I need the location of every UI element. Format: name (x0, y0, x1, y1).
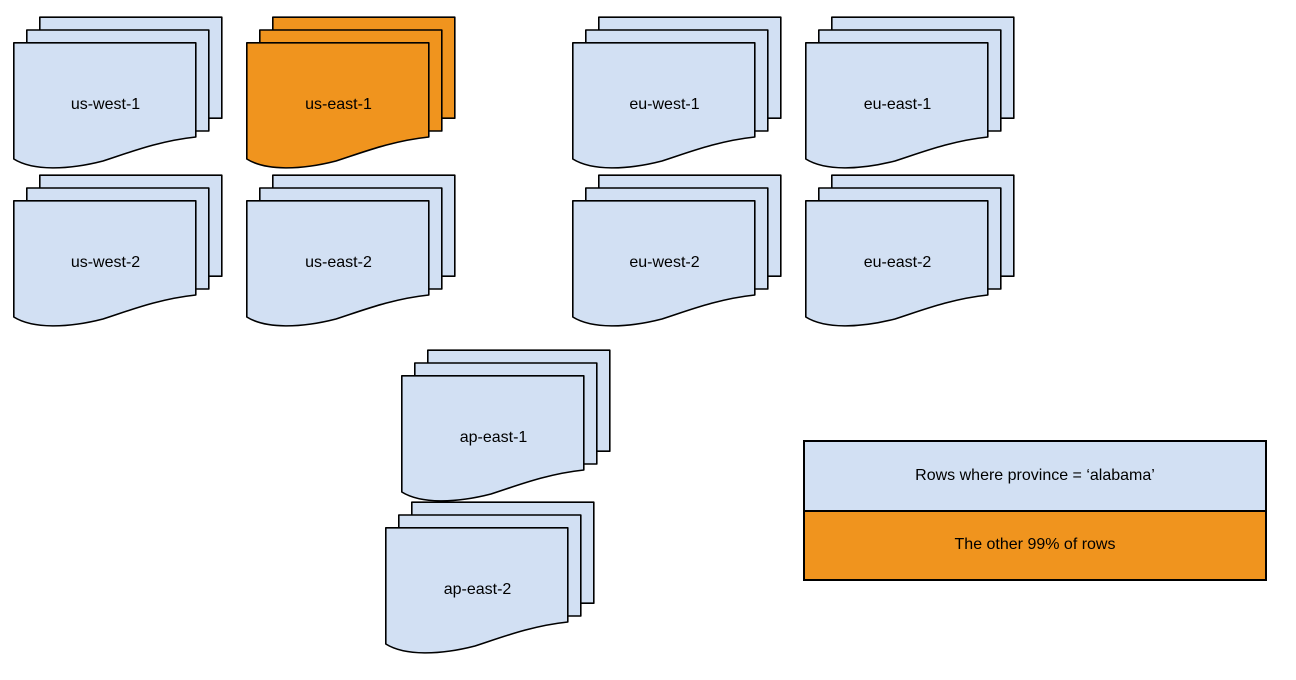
legend: Rows where province = ‘alabama’ The othe… (803, 440, 1267, 581)
region-stack-eu-west-2: eu-west-2 (571, 171, 782, 331)
region-label: us-east-1 (305, 96, 372, 113)
region-stack-eu-west-1: eu-west-1 (571, 13, 782, 173)
region-stack-eu-east-2: eu-east-2 (804, 171, 1015, 331)
region-stack-ap-east-1: ap-east-1 (400, 346, 611, 506)
region-label: eu-west-2 (629, 254, 700, 271)
region-stack-us-west-1: us-west-1 (13, 13, 223, 173)
region-label: eu-east-1 (863, 96, 932, 113)
legend-item-other-rows: The other 99% of rows (805, 511, 1265, 579)
region-stack-us-east-2: us-east-2 (246, 171, 456, 331)
region-stack-eu-east-1: eu-east-1 (804, 13, 1015, 173)
region-label: us-west-2 (70, 254, 141, 271)
region-label: ap-east-1 (459, 429, 528, 446)
legend-item-alabama-rows: Rows where province = ‘alabama’ (805, 442, 1265, 512)
region-stack-ap-east-2: ap-east-2 (384, 498, 595, 658)
region-stack-us-west-2: us-west-2 (13, 171, 223, 331)
region-label: ap-east-2 (443, 581, 512, 598)
region-label: us-west-1 (70, 96, 141, 113)
legend-item-label: The other 99% of rows (954, 536, 1116, 554)
region-label: us-east-2 (305, 254, 372, 271)
region-label: eu-east-2 (863, 254, 932, 271)
region-label: eu-west-1 (629, 96, 700, 113)
region-stack-us-east-1: us-east-1 (246, 13, 456, 173)
legend-item-label: Rows where province = ‘alabama’ (915, 466, 1155, 484)
